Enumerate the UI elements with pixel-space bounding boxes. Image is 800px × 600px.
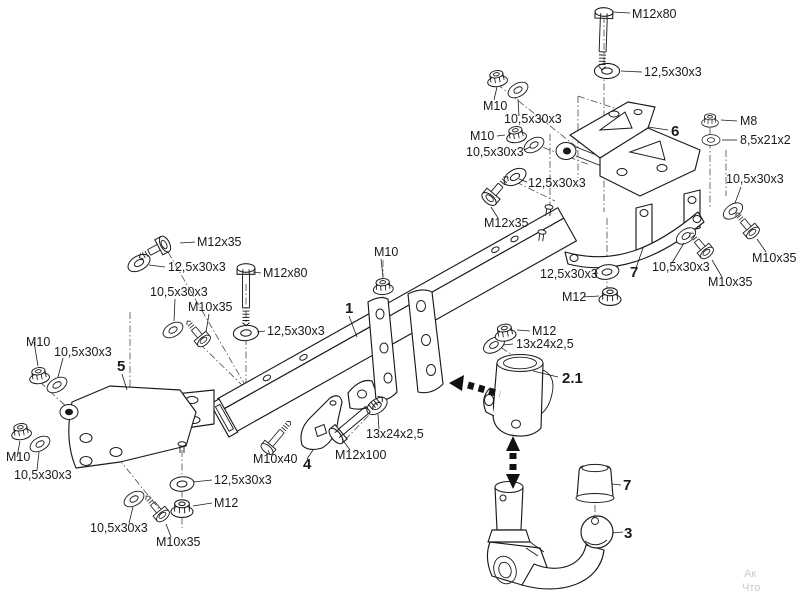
label-bolt-m12x80-centre: M12x80	[263, 266, 308, 280]
label-bolt-m12x80-top: M12x80	[632, 7, 677, 21]
part-7-strap	[564, 189, 705, 269]
label-washer-10-5-b: 10,5x30x3	[466, 145, 524, 159]
label-washer-12-5-bottom: 12,5x30x3	[214, 473, 272, 487]
label-bolt-m10x35-right-b: M10x35	[708, 275, 753, 289]
label-bolt-m12x35-right: M12x35	[484, 216, 529, 230]
watermark-line-2: Что	[742, 582, 760, 594]
label-nut-m10-left: M10	[26, 335, 50, 349]
label-washer-10-5-left-a: 10,5x30x3	[150, 285, 208, 299]
label-bolt-m10x40: M10x40	[253, 452, 298, 466]
label-washer-10-5-bottom-b: 10,5x30x3	[90, 521, 148, 535]
part-label-4: 4	[303, 456, 312, 473]
label-washer-10-5-left-b: 10,5x30x3	[54, 345, 112, 359]
part-label-2-1: 2.1	[562, 370, 583, 387]
label-nut-m10-centre: M10	[374, 245, 398, 259]
label-bolt-m10x35-left: M10x35	[188, 300, 233, 314]
label-nut-m10-b: M10	[470, 129, 494, 143]
part-label-7-cap: 7	[623, 477, 631, 494]
part-7-cap	[575, 463, 615, 503]
label-washer-10-5-bottom-a: 10,5x30x3	[14, 468, 72, 482]
leader-lines	[16, 11, 767, 538]
part-label-7-strap: 7	[630, 264, 638, 281]
part-3-swan-neck	[486, 481, 614, 590]
label-nut-m10-bottom: M10	[6, 450, 30, 464]
part-1-crossbar	[209, 207, 577, 438]
part-6-bracket	[555, 101, 701, 197]
label-washer-10-5-right-a: 10,5x30x3	[726, 172, 784, 186]
label-bolt-m12x100: M12x100	[335, 448, 386, 462]
crossbar-mount-plates	[347, 289, 444, 410]
part-2-1-receiver	[483, 354, 554, 437]
label-washer-10-5-a: 10,5x30x3	[504, 112, 562, 126]
label-bolt-m10x35-right-a: M10x35	[752, 251, 797, 265]
part-number-callouts: 1 2.1 3 4 5 6 7 7	[117, 123, 679, 542]
watermark-line-1: Ак	[744, 568, 756, 580]
label-washer-8-5: 8,5x21x2	[740, 133, 791, 147]
label-nut-m12-receiver: M12	[532, 324, 556, 338]
watermark: Ак Что	[742, 568, 760, 594]
label-nut-m8: M8	[740, 114, 757, 128]
label-nut-m10-a: M10	[483, 99, 507, 113]
direction-arrow-icon	[449, 375, 501, 398]
label-washer-12-5-left: 12,5x30x3	[168, 260, 226, 274]
label-nut-m12-arm: M12	[562, 290, 586, 304]
label-nut-m12-bottom: M12	[214, 496, 238, 510]
part-label-3: 3	[624, 525, 632, 542]
fastener-callouts: M12x80 12,5x30x3 M10 10,5x30x3 M10 10,5x…	[6, 7, 797, 549]
part-label-6: 6	[671, 123, 679, 140]
part-label-1: 1	[345, 300, 353, 317]
label-bolt-m12x35-left: M12x35	[197, 235, 242, 249]
label-washer-12-5-arm: 12,5x30x3	[540, 267, 598, 281]
label-washer-13x24-b: 13x24x2,5	[516, 337, 574, 351]
label-washer-13x24-a: 13x24x2,5	[366, 427, 424, 441]
label-washer-10-5-right-b: 10,5x30x3	[652, 260, 710, 274]
label-bolt-m10x35-bottom: M10x35	[156, 535, 201, 549]
label-washer-12-5-centre: 12,5x30x3	[267, 324, 325, 338]
label-washer-12-5-top: 12,5x30x3	[644, 65, 702, 79]
label-washer-12-5-b: 12,5x30x3	[528, 176, 586, 190]
swap-arrow-icon	[506, 436, 520, 489]
part-label-5: 5	[117, 358, 125, 375]
part-5-bracket	[59, 385, 215, 469]
